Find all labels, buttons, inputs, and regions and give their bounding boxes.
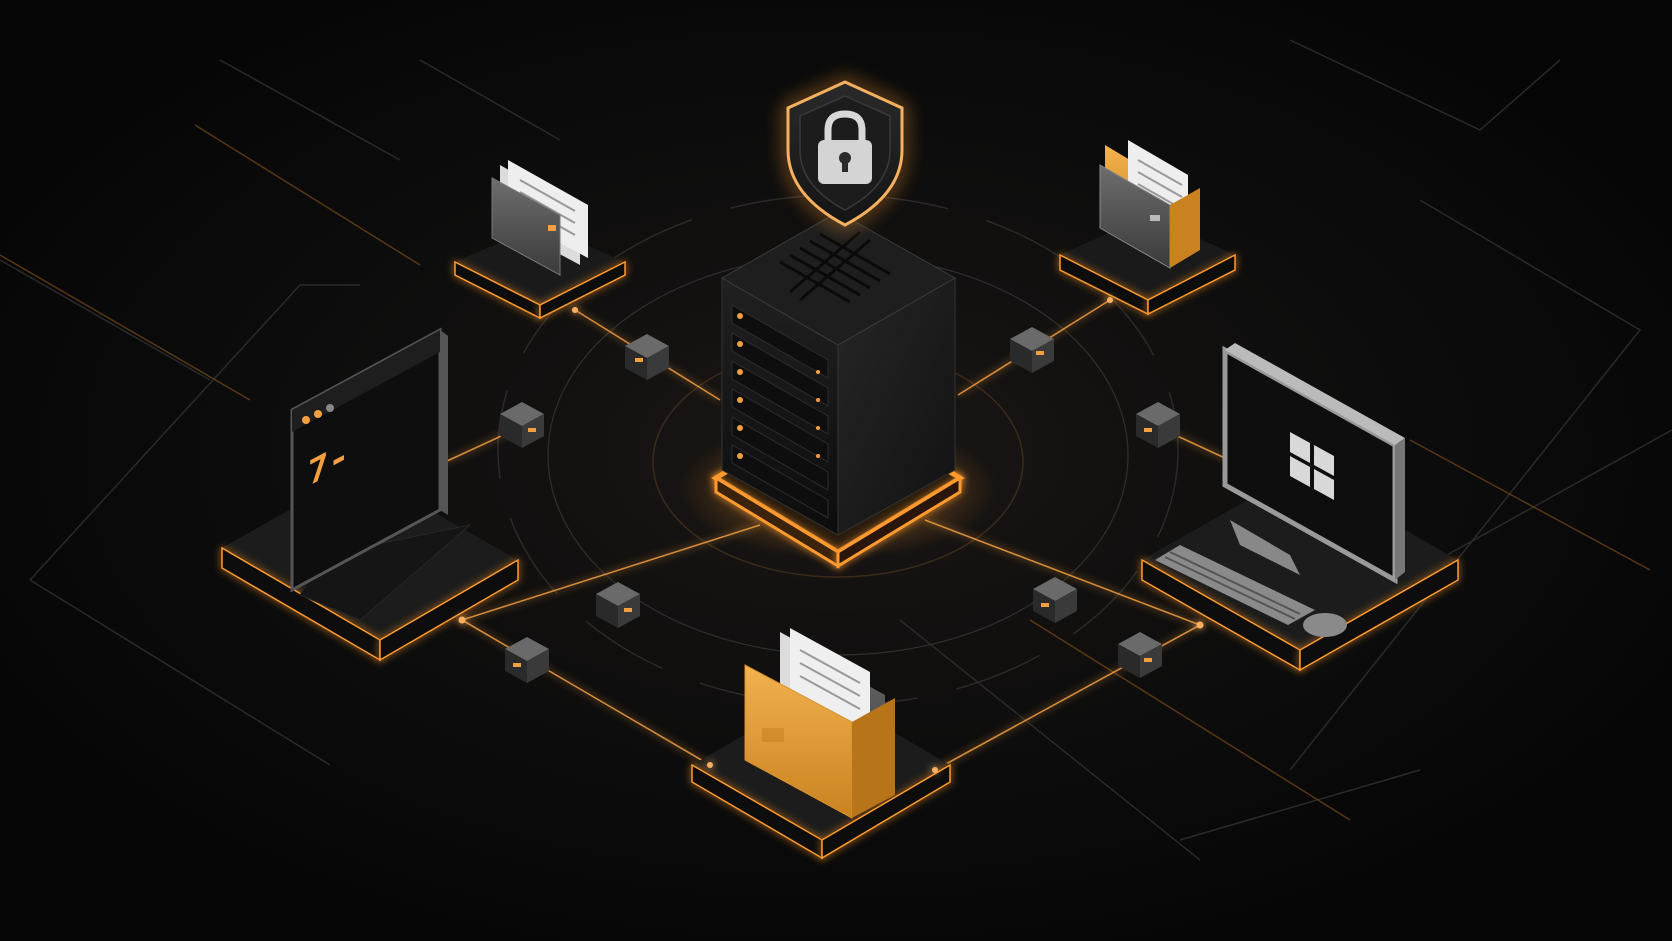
padlock-icon <box>818 110 872 184</box>
background-accent-lines <box>0 124 1651 821</box>
server-node <box>678 210 998 569</box>
connector-cubes <box>500 327 1180 683</box>
folder-orange-icon <box>744 628 895 819</box>
connector-cube-icon <box>505 637 549 683</box>
keyboard-icon <box>1155 545 1315 625</box>
mouse-icon <box>1303 613 1347 637</box>
shield-node <box>785 78 905 229</box>
folder-top-right-node <box>1059 140 1236 316</box>
junction-dots <box>458 297 1204 773</box>
windows-desktop-icon <box>1155 343 1405 637</box>
folder-orange-icon <box>1099 140 1200 269</box>
connector-cube-icon <box>1136 402 1180 448</box>
shield-lock-icon <box>785 78 905 229</box>
desktop-node <box>1141 343 1459 672</box>
connector-cube-icon <box>500 402 544 448</box>
folder-top-left-node <box>454 160 626 320</box>
server-icon <box>720 211 957 536</box>
folder-gray-icon <box>491 160 588 276</box>
windows-logo-icon <box>1290 432 1334 500</box>
connector-cube-icon <box>1118 632 1162 678</box>
terminal-window-icon: 7- <box>290 327 448 593</box>
connector-cube-icon <box>1010 327 1054 373</box>
terminal-node: 7- <box>221 327 519 662</box>
connector-cube-icon <box>625 334 669 380</box>
connector-cube-icon <box>596 582 640 628</box>
connector-cube-icon <box>1033 577 1077 623</box>
folder-bottom-node <box>691 628 951 860</box>
